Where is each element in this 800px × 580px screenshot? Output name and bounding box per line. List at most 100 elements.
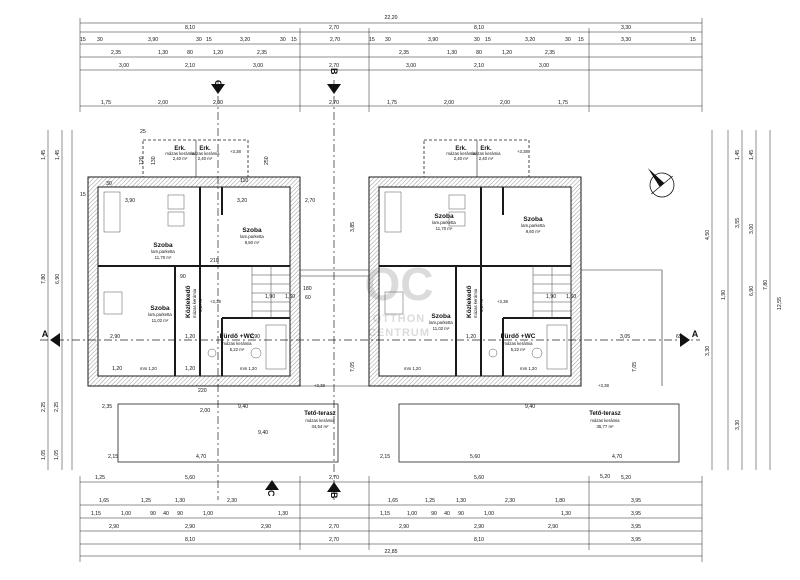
dim-label: 1,90: [546, 294, 556, 300]
room-floor: lam.parketta: [521, 223, 545, 228]
dim-label: 2,90: [548, 524, 558, 530]
dim-label: 2,00: [444, 100, 454, 106]
dim-label: 3,95: [631, 537, 641, 543]
top-row-2: 15 30 3,90 30 15 3,20 30 15 2,70 15 30 3…: [80, 37, 696, 43]
dim-label: 1,65: [388, 498, 398, 504]
room-area: 9,60 m²: [526, 229, 541, 234]
dim-label: 1,75: [558, 100, 568, 106]
dim-label: 60: [305, 295, 311, 301]
right-dim-labels: 1,45 4,50 3,55 1,90 3,30 3,30 1,45 3,00 …: [705, 150, 783, 430]
dim-label: 3,30: [735, 420, 741, 430]
dim-label: 30: [385, 37, 391, 43]
dim-label: 1,20: [466, 334, 476, 340]
dim-label: 2,70: [305, 198, 315, 204]
dim-label: 2,00: [500, 100, 510, 106]
dim-label: 30: [196, 37, 202, 43]
furniture: [103, 191, 287, 370]
room-name: Fürdő +WC: [501, 333, 536, 340]
room-area: 9,60 m²: [245, 240, 260, 245]
section-arrow-icon: [327, 84, 341, 94]
dim-label: 3,20: [237, 198, 247, 204]
room-floor: lam.parketta: [429, 320, 453, 325]
dim-label: 8,10: [474, 25, 484, 31]
dim-label: 5,20: [621, 475, 631, 481]
watermark-line2: CENTRUM: [368, 327, 430, 339]
section-lines: [40, 80, 700, 500]
dim-label: 3,95: [631, 498, 641, 504]
dim-label: 1,15: [380, 511, 390, 517]
dim-label: 1,45: [749, 150, 755, 160]
dim-label: 1,00: [203, 511, 213, 517]
dim-label: 1,25: [95, 475, 105, 481]
room-area: 2,40 m²: [173, 156, 188, 161]
dim-label: 1,30: [278, 511, 288, 517]
roof-terrace: [117, 403, 339, 463]
overall-width-bottom: 22,85: [385, 549, 398, 555]
bottom-row-3: 1,15 1,00 90 40 90 1,00 1,30 1,15 1,00 9…: [91, 511, 641, 517]
dim-label: 1,65: [99, 498, 109, 504]
level-markers: +3,38 +3,38 +3,38 +3,38 +3,38 +3,38 mm 1…: [140, 149, 609, 388]
dim-label: 2,00: [158, 100, 168, 106]
section-arrow-icon: [265, 480, 279, 490]
dim-label: 2,70: [329, 63, 339, 69]
top-row-3: 2,35 1,30 80 1,20 2,35 2,35 1,30 80 1,20…: [111, 50, 555, 56]
dim-label: 12,55: [777, 297, 783, 310]
room-name: Erk.: [199, 146, 211, 152]
top-row-1: 8,10 2,70 8,10 3,30: [185, 25, 631, 31]
left-dimensions: [47, 130, 73, 470]
bottom-row-4: 2,90 2,90 2,90 2,70 2,90 2,90 2,90 3,95: [109, 524, 641, 530]
balcony: [142, 139, 249, 178]
dim-label: 30: [565, 37, 571, 43]
dim-label: 1,15: [91, 511, 101, 517]
dim-label: 15: [485, 37, 491, 43]
dim-label: 2,70: [329, 524, 339, 530]
level-marker: +3,38: [497, 299, 508, 304]
room-name: Szoba: [523, 216, 543, 223]
dim-label: 2,35: [399, 50, 409, 56]
section-label-b: B: [329, 492, 339, 499]
dim-label: 2,90: [110, 334, 120, 340]
room-area: 5,22 m²: [511, 347, 526, 352]
dim-label: 2,90: [261, 524, 271, 530]
room-floor: mázas kerámia: [503, 341, 533, 346]
room-area: 11,02 m²: [152, 318, 169, 323]
dim-label: 3,90: [125, 198, 135, 204]
dim-label: 30: [97, 37, 103, 43]
section-label-a: A: [692, 329, 699, 339]
staircase: [251, 265, 291, 319]
dim-label: 5,20: [600, 474, 610, 480]
room-area: 2,40 m²: [479, 156, 494, 161]
dim-label: 1,25: [141, 498, 151, 504]
roof-terrace: [398, 403, 680, 463]
bottom-row-2: 1,65 1,25 1,30 2,30 1,65 1,25 1,30 2,30 …: [99, 498, 641, 504]
dim-label: 3,00: [749, 224, 755, 234]
terrace-floor: mázas kerámia: [590, 418, 620, 423]
dim-label: 1,90: [721, 290, 727, 300]
dim-label: 15: [369, 37, 375, 43]
dim-label: 9,40: [525, 404, 535, 410]
room-floor: mázas kerámia: [192, 288, 197, 318]
dim-label: 2,35: [545, 50, 555, 56]
dim-label: 2,25: [54, 402, 60, 412]
dim-label: 2,70: [329, 25, 339, 31]
dim-label: 1,75: [101, 100, 111, 106]
dim-label: 210: [210, 258, 219, 264]
dim-label: 6,90: [55, 274, 61, 284]
dim-label: 1,20: [112, 366, 122, 372]
dim-label: 5,60: [470, 454, 480, 460]
dim-label: 2,30: [505, 498, 515, 504]
room-name: Szoba: [242, 227, 262, 234]
dim-label: 15: [80, 192, 86, 198]
dim-label: 1,30: [175, 498, 185, 504]
dim-label: 9,40: [238, 404, 248, 410]
room-name: Közlekedő: [466, 285, 473, 318]
dim-label: 2,90: [185, 524, 195, 530]
central-link: [300, 269, 663, 387]
room-area: 6,07 m²: [479, 297, 484, 312]
section-markers: A A C B C B: [42, 68, 699, 499]
bottom-row-1: 1,25 5,60 2,70 5,60 5,20: [95, 475, 631, 481]
room-name: Közlekedő: [185, 285, 192, 318]
room-floor: mázas kerámia: [222, 341, 252, 346]
dim-label: 2,90: [474, 524, 484, 530]
dim-label: 9,40: [258, 430, 268, 436]
